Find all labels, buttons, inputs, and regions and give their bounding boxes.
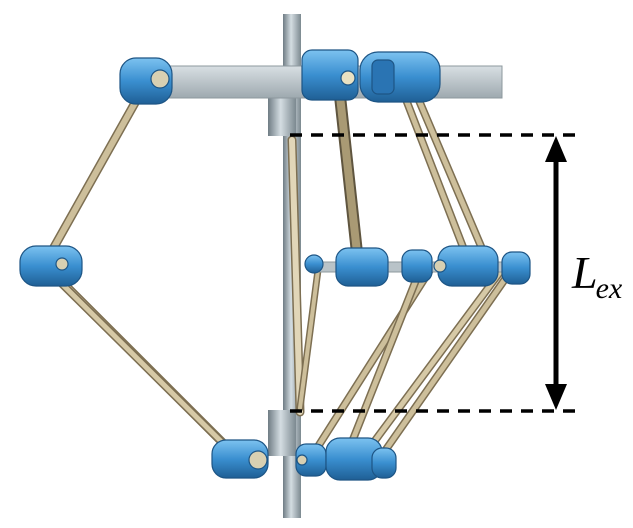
label-symbol: L <box>572 247 598 298</box>
extension-length-label: Lex <box>572 246 624 305</box>
dimension-indicator <box>290 133 576 413</box>
rod-links <box>39 80 514 474</box>
label-subscript: ex <box>595 272 623 305</box>
blue-joints <box>19 49 531 481</box>
arrow-head-down <box>545 384 567 410</box>
arrow-head-up <box>545 136 567 162</box>
